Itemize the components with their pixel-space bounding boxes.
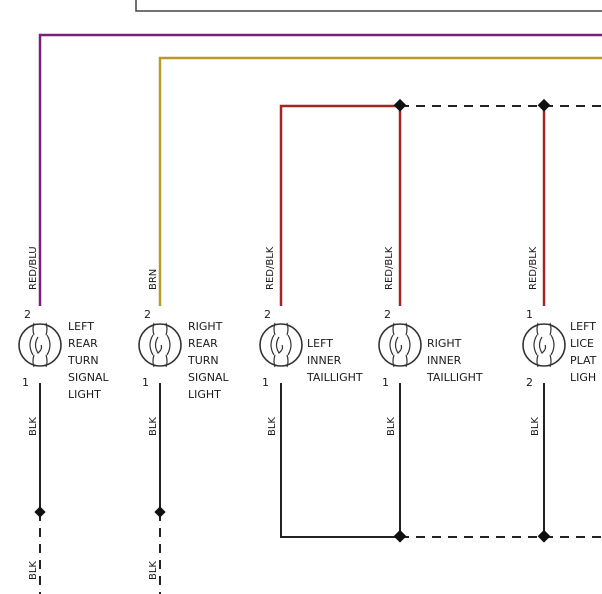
splice-red-1 [393,98,407,112]
pin-top-rrts: 2 [144,308,151,321]
svg-text:LEFT: LEFT [307,337,333,350]
svg-text:LIGHT: LIGHT [68,388,101,401]
svg-text:LIGHT: LIGHT [188,388,221,401]
brn-wire [158,56,602,306]
pin-bottom-lit: 1 [262,376,269,389]
bulb-lrts [18,322,62,368]
svg-text:LEFT: LEFT [68,320,94,333]
svg-text:INNER: INNER [307,354,342,367]
wire-label-lit: RED/BLK [265,246,276,290]
svg-text:RIGHT: RIGHT [427,337,462,350]
pin-bottom-rrts: 1 [142,376,149,389]
blk-label-lower-right: BLK [148,561,159,580]
bulb-llp [522,322,566,368]
pin-bottom-llp: 2 [526,376,533,389]
svg-text:TAILLIGHT: TAILLIGHT [426,371,483,384]
splice-blk-1 [393,529,407,543]
pin-bottom-lrts: 1 [22,376,29,389]
blk-wire-lit [280,383,400,538]
blk-label-llp: BLK [530,417,541,436]
svg-text:TURN: TURN [187,354,219,367]
pin-top-rit: 2 [384,308,391,321]
wire-label-rit: RED/BLK [384,246,395,290]
component-label-rit: RIGHT INNER TAILLIGHT [426,337,483,384]
svg-text:SIGNAL: SIGNAL [188,371,230,384]
splice-blk-lrts [34,506,46,518]
bulb-rrts [138,322,182,368]
svg-text:REAR: REAR [68,337,98,350]
component-label-llp: LEFT LICE PLAT LIGH [570,320,597,384]
svg-text:TURN: TURN [67,354,99,367]
pin-top-lrts: 2 [24,308,31,321]
svg-text:LEFT: LEFT [570,320,596,333]
svg-text:PLAT: PLAT [570,354,597,367]
component-label-lit: LEFT INNER TAILLIGHT [306,337,363,384]
component-label-lrts: LEFT REAR TURN SIGNAL LIGHT [67,320,110,401]
splice-red-2 [537,98,551,112]
blk-label-rrts: BLK [148,417,159,436]
svg-text:REAR: REAR [188,337,218,350]
splice-blk-2 [537,529,551,543]
bulb-rit [378,322,422,368]
svg-text:RIGHT: RIGHT [188,320,223,333]
pin-bottom-rit: 1 [382,376,389,389]
red-blu-wire [38,33,602,306]
blk-label-rit: BLK [386,417,397,436]
pin-top-llp: 1 [526,308,533,321]
wire-label-rrts: BRN [148,269,159,290]
blk-label-lit: BLK [267,417,278,436]
blk-label-lrts: BLK [28,417,39,436]
blk-label-lower-left: BLK [28,561,39,580]
pin-top-lit: 2 [264,308,271,321]
svg-text:INNER: INNER [427,354,462,367]
component-label-rrts: RIGHT REAR TURN SIGNAL LIGHT [187,320,230,401]
svg-text:TAILLIGHT: TAILLIGHT [306,371,363,384]
svg-text:LICE: LICE [570,337,594,350]
wire-label-llp: RED/BLK [528,246,539,290]
svg-text:LIGH: LIGH [570,371,596,384]
red-blk-wire-left-inner [279,104,400,306]
splice-blk-rrts [154,506,166,518]
upper-component-box [135,0,602,12]
svg-text:SIGNAL: SIGNAL [68,371,110,384]
bulb-lit [259,322,303,368]
wire-label-lrts: RED/BLU [28,246,39,290]
